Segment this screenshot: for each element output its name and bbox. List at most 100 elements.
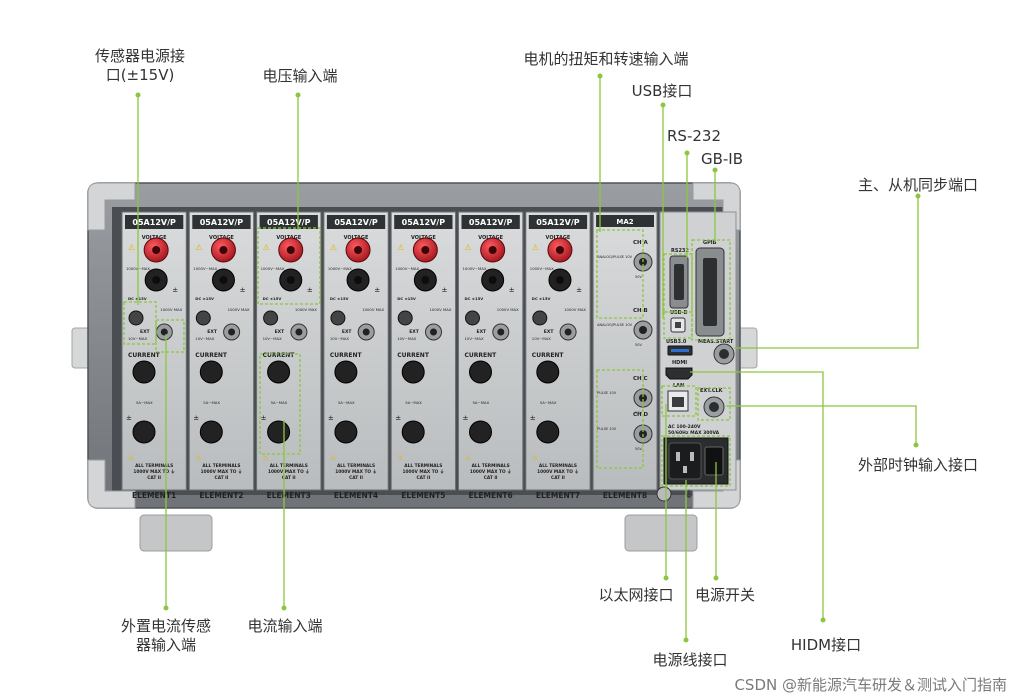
voltage-terminal-hi-core [152, 246, 161, 254]
sensor-power-connector[interactable] [195, 310, 211, 326]
motor-channel-range: 50V [635, 411, 642, 415]
watermark: CSDN @新能源汽车研发＆测试入门指南 [734, 676, 1007, 694]
usb-b-port-inner [675, 322, 681, 328]
current-terminal-hi[interactable] [334, 360, 358, 384]
sensor-power-label: DC ±15V [397, 296, 416, 301]
voltage-terminal-hi-core [354, 246, 363, 254]
sensor-power-connector[interactable] [397, 310, 413, 326]
element-label: ELEMENT3 [267, 491, 311, 500]
current-terminal-hi[interactable] [132, 360, 156, 384]
voltage-terminal-lo-core [488, 276, 497, 284]
current-terminal-lo[interactable] [334, 420, 358, 444]
sensor-range-label: 1000V MAX [160, 307, 182, 312]
highlight-gpib [691, 239, 731, 341]
motor-channel-range: 50V [635, 343, 642, 347]
motor-channel-range: 50V [635, 447, 642, 451]
terminals-text: 1000V MAX TO ⏚ [201, 468, 243, 475]
ext-label: EXT [477, 329, 488, 335]
sensor-range-label: 1000V MAX [362, 307, 384, 312]
ext-range-label: 10V~MAX [128, 336, 147, 341]
current-terminal-lo[interactable] [469, 420, 492, 444]
current-terminal-hi[interactable] [469, 360, 492, 384]
leader-dots [135, 73, 921, 643]
sensor-power-label: DC ±15V [465, 296, 484, 301]
callout-power-switch: 电源开关 [694, 586, 756, 604]
voltage-range-label: 1000V~MAX [328, 266, 352, 271]
voltage-terminal-hi-core [286, 246, 295, 254]
voltage-terminal-hi-core [219, 246, 228, 254]
leader-ext-clock [726, 405, 917, 445]
element-label: ELEMENT6 [469, 491, 513, 500]
current-terminal-hi[interactable] [401, 360, 425, 384]
sensor-range-label: 1000V MAX [228, 307, 250, 312]
current-terminal-lo[interactable] [199, 420, 223, 444]
motor-channel-label: CH B [633, 308, 648, 314]
power-switch[interactable] [704, 446, 724, 476]
sensor-power-connector[interactable] [128, 310, 144, 326]
ext-sensor-bnc-core [160, 328, 168, 336]
foot-left [139, 514, 213, 552]
module-model-label: 05A12V/P [402, 218, 446, 227]
warning-icon: ⚠ [263, 243, 270, 252]
terminals-text: 1000V MAX TO ⏚ [537, 468, 579, 475]
voltage-terminal-lo-core [286, 276, 295, 284]
ext-sensor-bnc-core [430, 328, 437, 336]
current-terminal-hi[interactable] [199, 360, 223, 384]
foot-right [624, 514, 698, 552]
module-model-band [461, 215, 520, 229]
sensor-range-label: 1000V MAX [564, 307, 586, 312]
highlight-current [259, 353, 301, 455]
sensor-power-connector[interactable] [263, 310, 279, 326]
ext-range-label: 10V~MAX [465, 336, 484, 341]
current-terminal-hi[interactable] [536, 360, 560, 384]
callout-ext-sensor-line1: 外置电流传感 [120, 617, 212, 635]
leader-lines [137, 76, 919, 640]
power-inlet[interactable] [668, 442, 702, 480]
ground-terminal[interactable] [656, 486, 672, 502]
current-plus-minus-icon: ± [395, 414, 401, 422]
voltage-terminal-lo-core [219, 276, 228, 284]
hdmi-port[interactable] [665, 367, 693, 380]
terminals-text: CAT II [484, 475, 498, 481]
current-terminal-lo[interactable] [401, 420, 425, 444]
warning-icon: ⚠ [465, 243, 472, 252]
plus-minus-icon: ± [172, 286, 178, 294]
highlight-power [661, 435, 731, 487]
current-label: CURRENT [128, 352, 161, 359]
usb3-label: USB3.0 [666, 339, 687, 345]
sensor-power-connector[interactable] [532, 310, 548, 326]
hdmi-label: HDMI [672, 360, 687, 366]
terminals-text: CAT II [416, 475, 430, 481]
sensor-range-label: 1000V MAX [295, 307, 317, 312]
sensor-power-connector[interactable] [330, 310, 346, 326]
current-label: CURRENT [465, 352, 498, 359]
callout-sync: 主、从机同步端口 [857, 176, 979, 194]
terminals-text: ALL TERMINALS [539, 463, 577, 469]
current-range-label: 5A~MAX [338, 400, 355, 405]
power-inlet-pin-r [690, 452, 694, 461]
callout-ext-sensor-line2: 器输入端 [135, 636, 197, 654]
highlight-motor-2 [596, 369, 644, 469]
current-terminal-lo[interactable] [267, 420, 291, 444]
current-terminal-lo[interactable] [132, 420, 156, 444]
motor-channel-label: CH C [633, 376, 648, 382]
plus-minus-icon: ± [442, 286, 448, 294]
module-model-label: 05A12V/P [132, 218, 176, 227]
current-label: CURRENT [195, 352, 228, 359]
ground-icon: ⏚ [684, 489, 694, 501]
meas-start-label: MEAS.START [698, 339, 734, 345]
corner-bumper-bl [87, 459, 136, 509]
io-panel: RS232 GPIB USB-B USB3.0 MEAS.START HDMI … [656, 211, 737, 502]
sensor-power-label: DC ±15V [532, 296, 551, 301]
sensor-power-label: DC ±15V [330, 296, 349, 301]
current-terminal-lo[interactable] [536, 420, 560, 444]
rs232-port-inner [674, 264, 684, 300]
ext-label: EXT [544, 329, 555, 335]
terminals-text: 1000V MAX TO ⏚ [335, 468, 377, 475]
sensor-power-connector[interactable] [465, 310, 480, 326]
terminals-warning-icon: ⚠ [532, 454, 539, 462]
current-terminal-hi[interactable] [267, 360, 291, 384]
voltage-terminal-hi-core [421, 246, 430, 254]
